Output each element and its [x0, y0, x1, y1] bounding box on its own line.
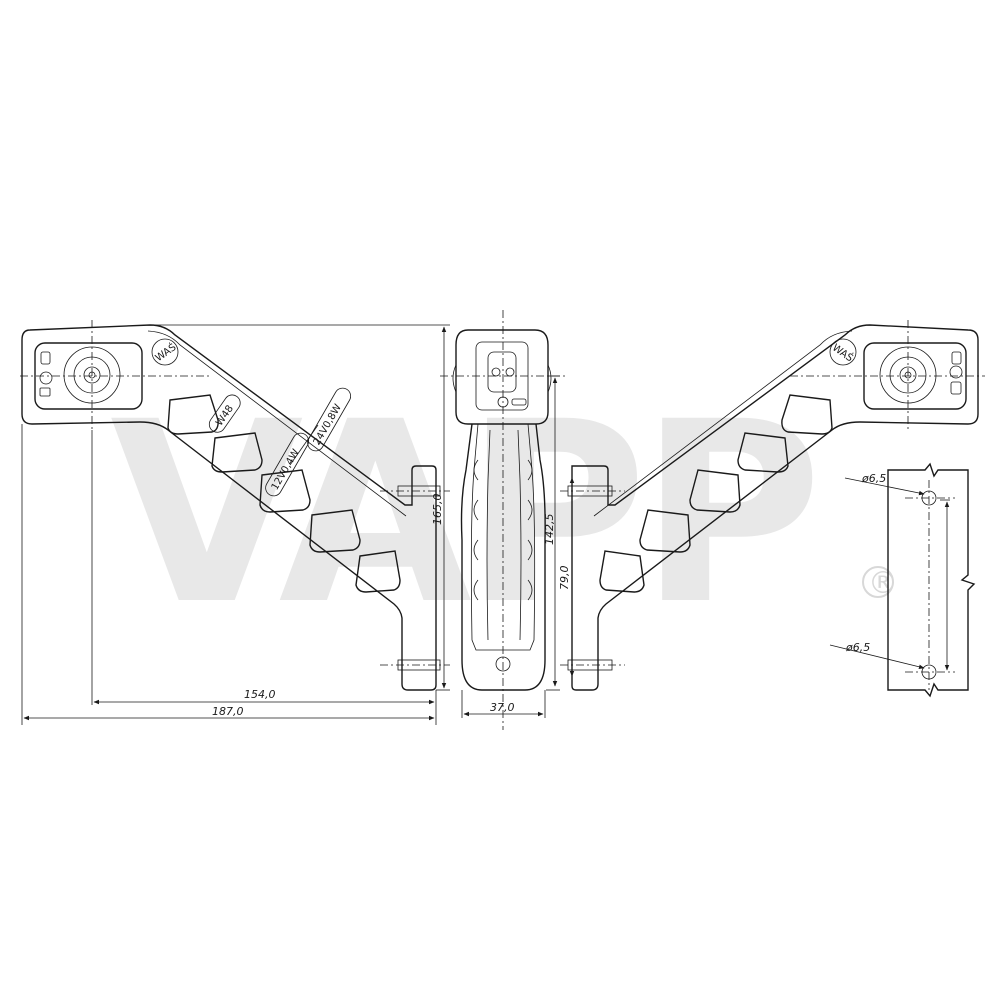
- mounting-plate-detail: ø6,5 ø6,5: [829, 462, 976, 698]
- watermark-text: VAPP: [110, 368, 814, 659]
- logo-icon: [151, 338, 179, 366]
- hole-diameter-bottom-dim: ø6,5: [845, 641, 870, 654]
- mount-offset-dim: 154,0: [244, 688, 276, 701]
- hole-spacing-dim: 79,0: [558, 566, 571, 591]
- overall-width-dim: 187,0: [212, 705, 244, 718]
- arm-height-dim: 142,5: [543, 514, 556, 546]
- front-dimensions: 142,5 37,0: [461, 375, 560, 718]
- left-dimensions: 165,0 154,0 187,0: [21, 324, 450, 725]
- svg-text:®: ®: [868, 566, 898, 601]
- body-width-dim: 37,0: [490, 701, 515, 714]
- registered-mark: ®: [862, 566, 898, 601]
- logo-icon: [829, 338, 857, 366]
- overall-height-dim: 165,0: [431, 494, 444, 526]
- front-view: [440, 310, 566, 730]
- hole-diameter-top-dim: ø6,5: [861, 472, 886, 485]
- hole-spacing-dimension: 79,0: [558, 477, 575, 677]
